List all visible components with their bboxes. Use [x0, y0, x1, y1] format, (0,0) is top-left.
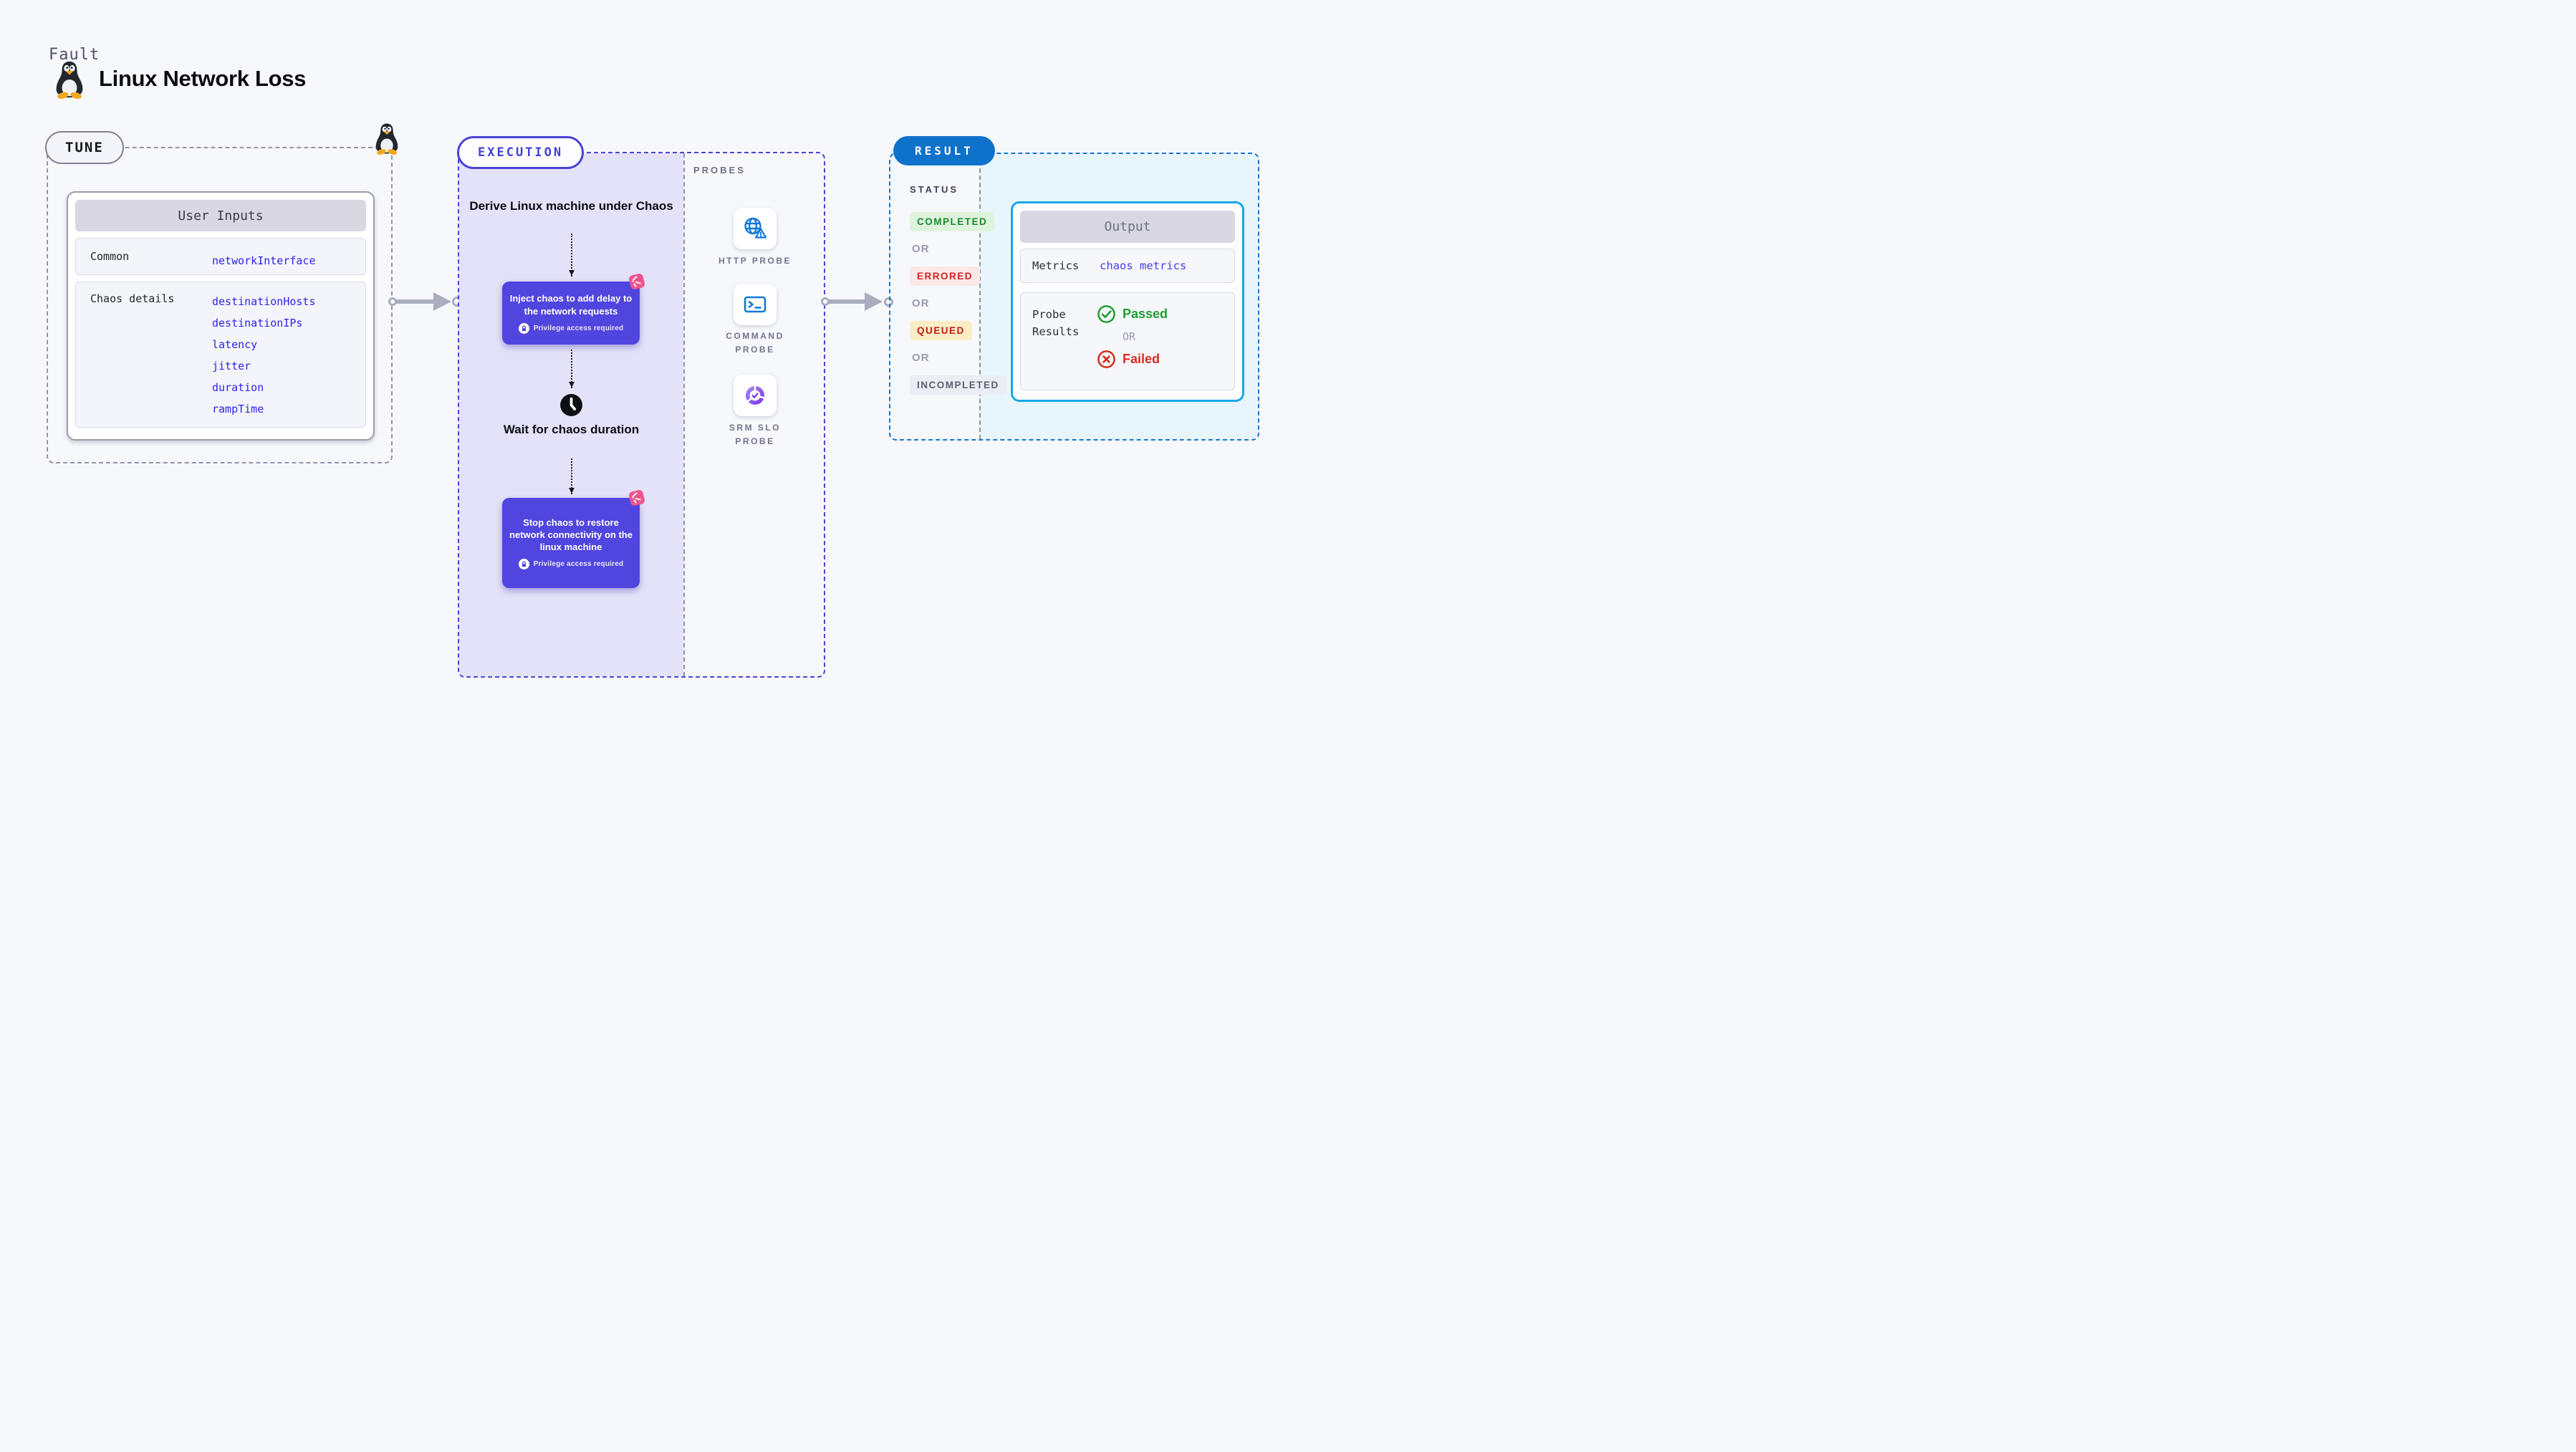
input-value: rampTime	[212, 403, 264, 415]
wait-step-text: Wait for chaos duration	[503, 423, 640, 436]
execution-section: EXECUTION Derive Linux machine under Cha…	[457, 136, 825, 678]
or-separator: OR	[1123, 330, 1136, 343]
or-separator: OR	[912, 352, 930, 364]
x-circle-icon	[1097, 350, 1115, 368]
result-badge: RESULT	[893, 136, 995, 165]
input-value: duration	[212, 381, 264, 394]
input-value: jitter	[212, 360, 251, 372]
probe-results-row: Probe Results Passed OR	[1020, 292, 1235, 390]
status-divider	[979, 154, 981, 439]
status-badge-queued: QUEUED	[910, 321, 972, 340]
terminal-icon	[744, 296, 766, 313]
probes-divider	[683, 153, 685, 676]
stop-chaos-node: Stop chaos to restore network connectivi…	[502, 498, 640, 588]
input-row-common: Common networkInterface	[75, 238, 366, 275]
http-probe-card	[734, 208, 777, 249]
failed-text: Failed	[1123, 352, 1160, 366]
fault-diagram: Fault Linux Network Loss TUNE User Input…	[0, 0, 1288, 726]
input-value: destinationIPs	[212, 317, 303, 330]
or-separator: OR	[912, 297, 930, 309]
page-title: Linux Network Loss	[99, 66, 307, 91]
metrics-row: Metrics chaos metrics	[1020, 249, 1235, 283]
status-badge-incompleted: INCOMPLETED	[910, 375, 1006, 395]
chaos-experiment-icon	[627, 271, 647, 292]
passed-text: Passed	[1123, 307, 1168, 321]
tune-to-execution-arrow	[388, 292, 462, 311]
flow-arrow-down	[569, 234, 575, 277]
linux-tux-icon-small	[373, 122, 400, 155]
input-row-label: Common	[90, 250, 130, 263]
user-inputs-title: User Inputs	[75, 200, 366, 231]
input-row-chaos-details: Chaos details destinationHosts destinati…	[75, 282, 366, 428]
status-badge-completed: COMPLETED	[910, 212, 995, 231]
or-separator: OR	[912, 243, 930, 255]
result-section: RESULT STATUS COMPLETED OR ERRORED OR QU…	[889, 136, 1259, 441]
inject-chaos-node: Inject chaos to add delay to the network…	[502, 282, 640, 345]
command-probe-card	[734, 284, 777, 325]
linux-tux-icon	[53, 60, 86, 99]
probe-results-label: Probe Results	[1032, 308, 1080, 339]
srm-slo-probe-label: SRM SLO PROBE	[729, 423, 782, 446]
flow-arrow-down	[569, 458, 575, 494]
status-label: STATUS	[910, 184, 959, 195]
input-value: networkInterface	[212, 254, 316, 267]
output-card: Output Metrics chaos metrics Probe Resul…	[1011, 201, 1244, 402]
command-probe-label: COMMAND PROBE	[726, 331, 784, 355]
check-circle-icon	[1097, 305, 1115, 323]
stop-chaos-text: Stop chaos to restore network connectivi…	[509, 516, 633, 553]
probes-label: PROBES	[693, 165, 746, 176]
lock-icon	[518, 559, 529, 570]
tune-badge: TUNE	[45, 131, 124, 164]
execution-to-result-arrow	[821, 292, 893, 311]
globe-alert-icon	[744, 217, 767, 239]
connector-ring	[884, 297, 893, 307]
tune-section: TUNE User Inputs Common networkInterface…	[45, 147, 393, 463]
input-value: latency	[212, 338, 258, 351]
slo-donut-check-icon	[746, 385, 765, 405]
chaos-experiment-icon	[627, 488, 647, 508]
lock-icon	[518, 322, 529, 334]
input-value: destinationHosts	[212, 295, 316, 308]
clock-icon	[559, 393, 584, 418]
privilege-note: Privilege access required	[533, 560, 624, 569]
privilege-note: Privilege access required	[533, 324, 624, 332]
derive-step-text: Derive Linux machine under Chaos	[469, 199, 673, 213]
status-badge-errored: ERRORED	[910, 266, 981, 286]
output-title: Output	[1020, 211, 1235, 243]
metrics-value: chaos metrics	[1100, 259, 1187, 272]
flow-arrow-down	[569, 350, 575, 388]
srm-slo-probe-card	[734, 375, 777, 416]
inject-chaos-text: Inject chaos to add delay to the network…	[509, 293, 633, 317]
metrics-label: Metrics	[1032, 259, 1080, 272]
fault-kicker: Fault	[49, 46, 100, 64]
status-column: STATUS COMPLETED OR ERRORED OR QUEUED OR…	[910, 184, 1010, 395]
http-probe-label: HTTP PROBE	[718, 256, 792, 266]
execution-badge: EXECUTION	[457, 136, 585, 169]
input-row-label: Chaos details	[90, 292, 175, 305]
user-inputs-card: User Inputs Common networkInterface Chao…	[67, 191, 375, 441]
